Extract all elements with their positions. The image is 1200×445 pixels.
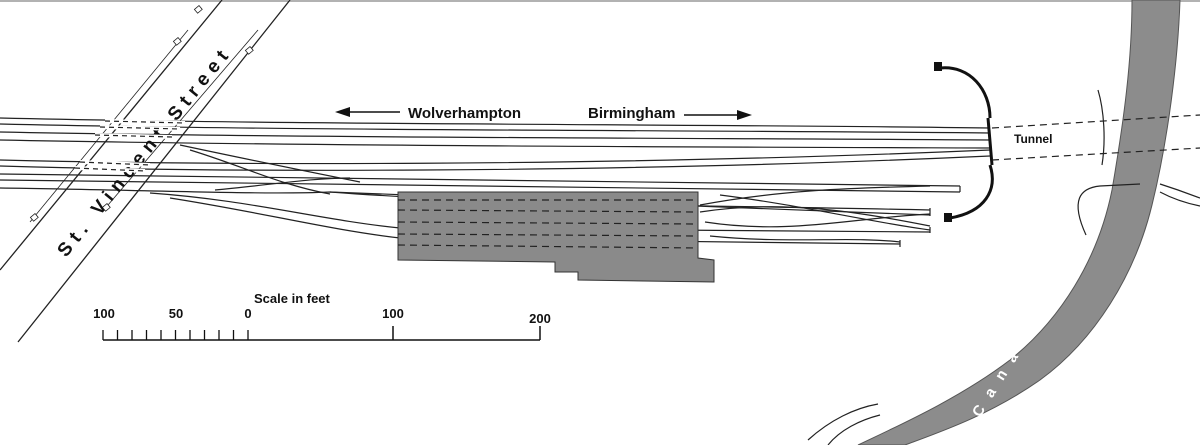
canal-towpath-lines <box>807 89 1200 445</box>
wolverhampton-label: Wolverhampton <box>408 105 521 122</box>
arrow-right-head <box>737 110 752 120</box>
scale-title: Scale in feet <box>254 291 331 306</box>
scale-tick-label-0: 0 <box>244 306 251 321</box>
station-building <box>397 191 715 283</box>
birmingham-label: Birmingham <box>588 105 676 122</box>
tunnel-label: Tunnel <box>1014 132 1052 146</box>
arrow-left-head <box>335 107 350 117</box>
scale-tick-label-100: 100 <box>382 306 404 321</box>
scale-minor-ticks <box>102 330 249 340</box>
scale-tick-label-100-left: 100 <box>93 306 115 321</box>
scale-tick-label-200: 200 <box>529 311 551 326</box>
canal: Canal <box>857 0 1181 445</box>
scale-bar: Scale in feet 100 50 0 100 200 <box>93 291 551 341</box>
scale-tick-label-50: 50 <box>169 306 183 321</box>
tunnel: Tunnel <box>934 62 1200 222</box>
direction-labels: Wolverhampton Birmingham <box>335 105 752 122</box>
tracks-under-street <box>74 119 186 173</box>
